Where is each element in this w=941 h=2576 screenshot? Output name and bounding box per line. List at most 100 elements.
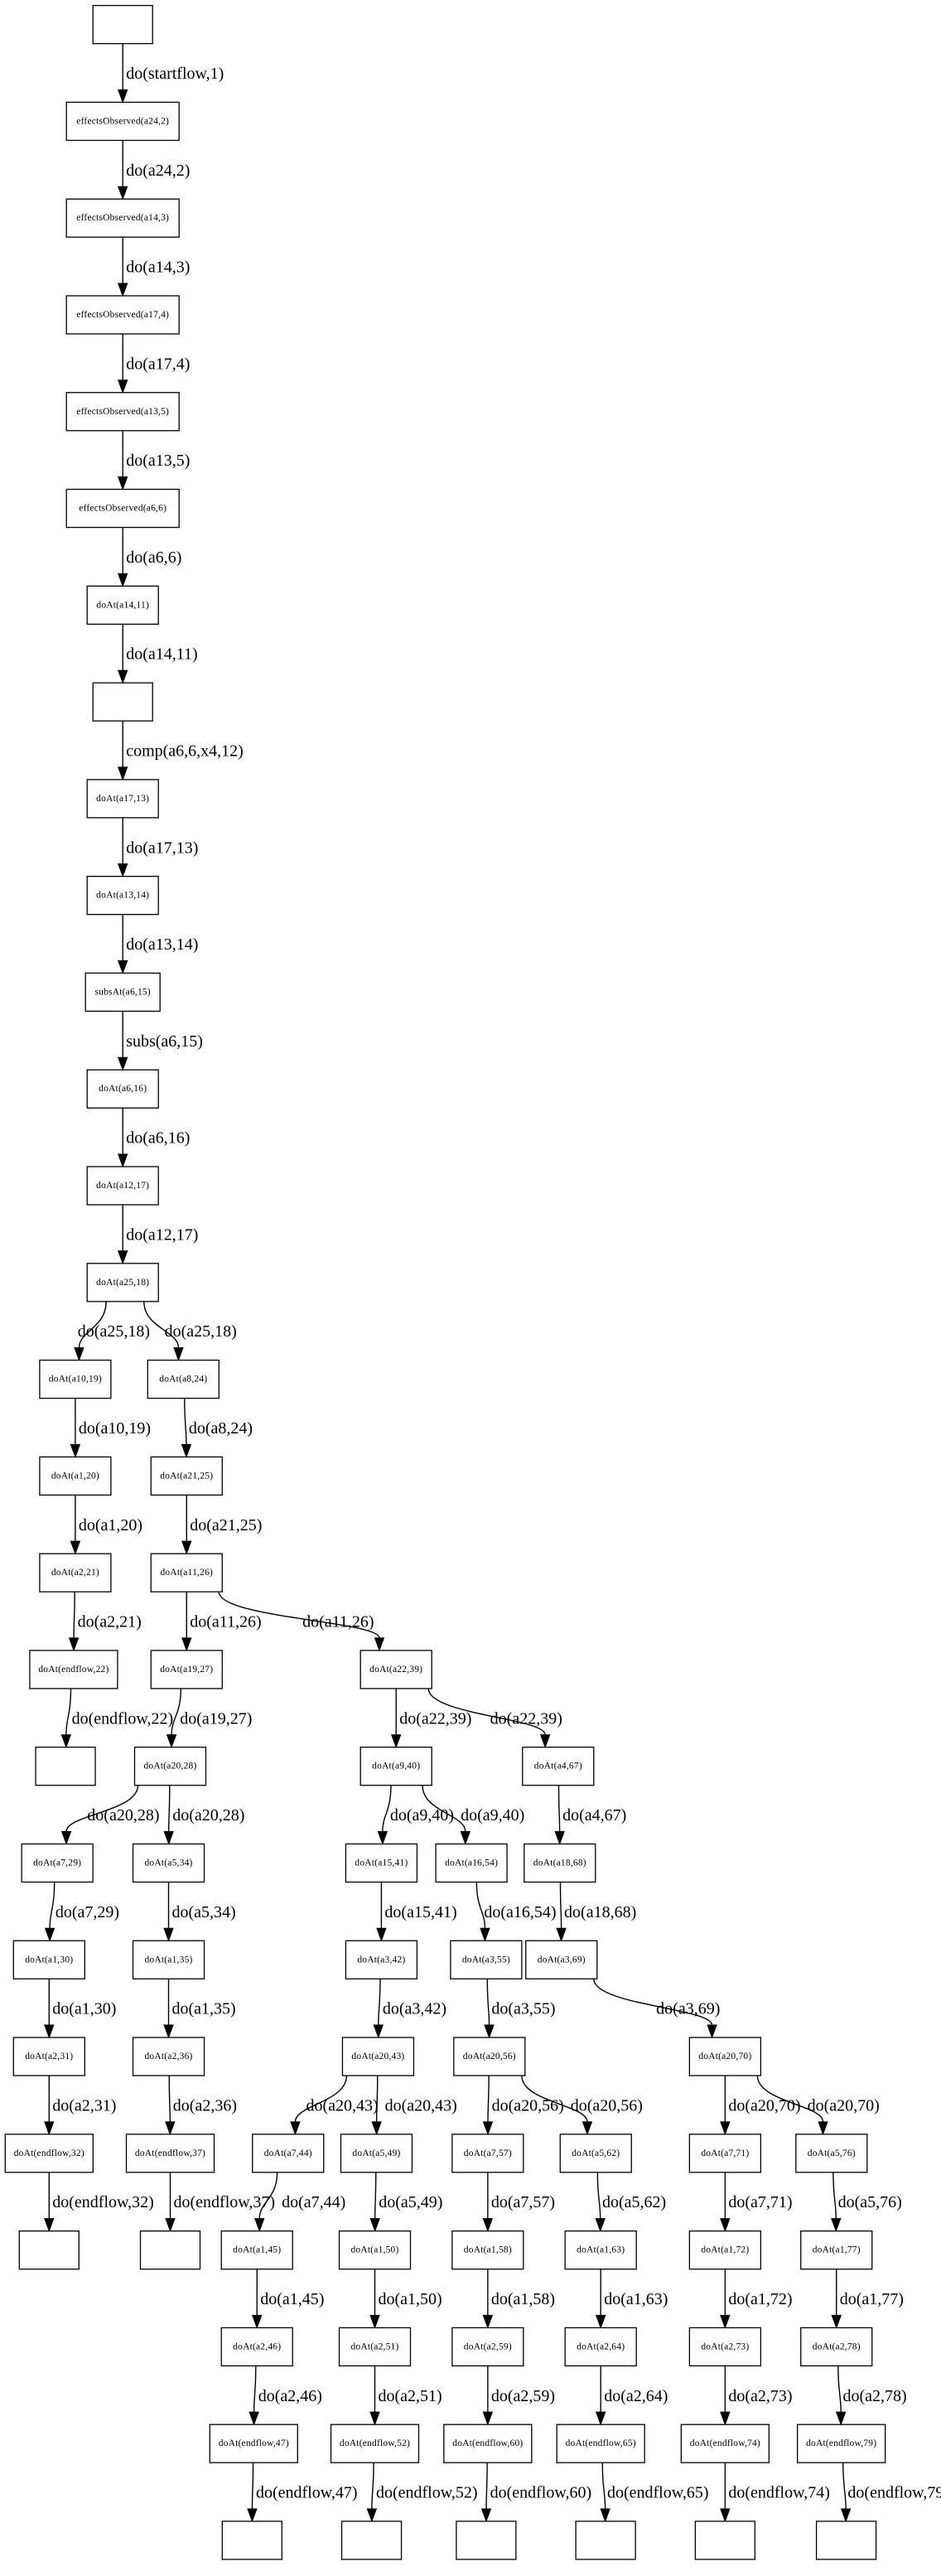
state-node[interactable]: doAt(a2,73)	[688, 2327, 762, 2367]
state-node[interactable]: doAt(a2,46)	[220, 2327, 293, 2367]
empty-state-node[interactable]	[139, 2230, 201, 2270]
state-node[interactable]: doAt(a2,51)	[338, 2327, 412, 2367]
state-node[interactable]: effectsObserved(a14,3)	[65, 198, 180, 238]
state-node[interactable]: doAt(a17,13)	[86, 779, 159, 819]
empty-state-node[interactable]	[35, 1747, 96, 1786]
arrowhead-icon	[554, 1830, 565, 1845]
arrowhead-icon	[44, 2218, 55, 2233]
empty-state-node[interactable]	[815, 2520, 877, 2560]
node-label: doAt(a2,31)	[25, 2052, 73, 2061]
state-node[interactable]: doAt(a16,54)	[435, 1843, 508, 1883]
state-node[interactable]: doAt(a20,43)	[341, 2037, 415, 2076]
arrowhead-icon	[117, 573, 128, 587]
empty-state-node[interactable]	[340, 2520, 403, 2560]
empty-state-node[interactable]	[456, 2520, 517, 2560]
edge: do(a10,19)	[70, 1398, 151, 1458]
state-node[interactable]: doAt(a15,41)	[345, 1843, 418, 1883]
state-node[interactable]: doAt(a5,49)	[340, 2134, 413, 2173]
arrowhead-icon	[117, 476, 128, 491]
empty-state-node[interactable]	[575, 2520, 636, 2560]
state-node[interactable]: doAt(a1,72)	[688, 2230, 762, 2270]
state-node[interactable]: doAt(a20,56)	[453, 2037, 526, 2076]
node-label: doAt(a2,21)	[51, 1568, 99, 1578]
state-node[interactable]: doAt(a1,77)	[800, 2230, 873, 2270]
state-node[interactable]: doAt(a1,58)	[451, 2230, 524, 2270]
state-node[interactable]: doAt(a1,35)	[132, 1940, 205, 1979]
edge-label: do(a20,56)	[571, 2096, 643, 2114]
empty-state-node[interactable]	[92, 682, 153, 722]
state-node[interactable]: doAt(a18,68)	[524, 1843, 596, 1883]
state-node[interactable]: doAt(a25,18)	[86, 1263, 159, 1302]
edge: do(a1,35)	[163, 1979, 236, 2039]
state-node[interactable]: doAt(a4,67)	[522, 1747, 595, 1786]
empty-state-node[interactable]	[92, 4, 153, 45]
state-node[interactable]: doAt(endflow,32)	[4, 2134, 94, 2173]
state-node[interactable]: doAt(a11,26)	[150, 1553, 223, 1592]
edge-label: do(a21,25)	[190, 1516, 262, 1534]
node-box	[443, 2424, 533, 2463]
state-node[interactable]: doAt(endflow,60)	[443, 2424, 533, 2463]
state-node[interactable]: doAt(a3,42)	[345, 1940, 418, 1979]
state-node[interactable]: effectsObserved(a13,5)	[65, 392, 180, 432]
node-label: doAt(a1,35)	[144, 1955, 192, 1965]
state-node[interactable]: doAt(a9,40)	[360, 1747, 432, 1786]
state-node[interactable]: doAt(a14,11)	[86, 585, 159, 625]
state-node[interactable]: doAt(a1,20)	[39, 1456, 112, 1496]
state-node[interactable]: doAt(a2,78)	[800, 2327, 873, 2367]
state-node[interactable]: effectsObserved(a17,4)	[65, 295, 180, 335]
state-node[interactable]: doAt(a22,39)	[360, 1650, 432, 1689]
node-label: doAt(a2,46)	[233, 2342, 281, 2351]
node-label: doAt(endflow,32)	[14, 2148, 84, 2158]
state-node[interactable]: doAt(a13,14)	[86, 876, 159, 916]
node-label: doAt(a20,70)	[698, 2052, 751, 2061]
empty-state-node[interactable]	[18, 2230, 80, 2270]
state-node[interactable]: doAt(a12,17)	[86, 1166, 159, 1206]
state-node[interactable]: doAt(a5,76)	[795, 2134, 868, 2173]
state-node[interactable]: doAt(a1,63)	[564, 2230, 637, 2270]
state-node[interactable]: doAt(a20,70)	[688, 2037, 762, 2076]
edge-label: do(a24,2)	[126, 162, 190, 180]
state-node[interactable]: doAt(a10,19)	[39, 1359, 112, 1399]
state-node[interactable]: doAt(endflow,52)	[330, 2424, 420, 2463]
arrowhead-icon	[484, 2024, 495, 2039]
state-node[interactable]: doAt(endflow,37)	[125, 2134, 215, 2173]
state-node[interactable]: doAt(a2,64)	[564, 2327, 637, 2367]
arrowhead-icon	[117, 1250, 128, 1265]
state-node[interactable]: doAt(endflow,65)	[556, 2424, 645, 2463]
state-node[interactable]: doAt(a3,55)	[450, 1940, 523, 1979]
arrowhead-icon	[166, 1734, 177, 1749]
state-node[interactable]: doAt(a2,21)	[39, 1553, 112, 1592]
state-node[interactable]: doAt(a19,27)	[150, 1650, 223, 1689]
state-node[interactable]: doAt(a7,44)	[252, 2134, 325, 2173]
state-node[interactable]: doAt(a7,29)	[21, 1843, 94, 1883]
state-node[interactable]: doAt(a2,59)	[451, 2327, 524, 2367]
empty-state-node[interactable]	[694, 2520, 756, 2560]
state-node[interactable]: doAt(a5,34)	[132, 1843, 205, 1883]
node-box	[132, 2037, 205, 2076]
state-node[interactable]: doAt(a1,30)	[12, 1940, 85, 1979]
state-node[interactable]: effectsObserved(a24,2)	[65, 101, 180, 142]
state-node[interactable]: doAt(a3,69)	[525, 1940, 598, 1979]
state-node[interactable]: doAt(a6,16)	[86, 1069, 159, 1109]
state-node[interactable]: doAt(a1,45)	[220, 2230, 293, 2270]
state-node[interactable]: doAt(a21,25)	[150, 1456, 223, 1496]
state-node[interactable]: effectsObserved(a6,6)	[65, 488, 180, 529]
state-node[interactable]: subsAt(a6,15)	[84, 972, 161, 1013]
state-node[interactable]: doAt(endflow,22)	[29, 1650, 118, 1689]
state-node[interactable]: doAt(endflow,47)	[209, 2424, 298, 2463]
empty-state-node[interactable]	[221, 2520, 282, 2560]
state-node[interactable]: doAt(a1,50)	[338, 2230, 412, 2270]
state-node[interactable]: doAt(a7,57)	[451, 2134, 524, 2173]
state-node[interactable]: doAt(a2,31)	[12, 2037, 85, 2076]
state-node[interactable]: doAt(endflow,79)	[797, 2424, 886, 2463]
edge-label: do(a20,70)	[728, 2096, 800, 2114]
state-node[interactable]: doAt(a20,28)	[133, 1747, 207, 1786]
arrowhead-icon	[376, 1927, 387, 1942]
state-node[interactable]: doAt(a5,62)	[559, 2134, 632, 2173]
state-node[interactable]: doAt(a7,71)	[688, 2134, 762, 2173]
state-node[interactable]: doAt(a8,24)	[147, 1359, 220, 1399]
state-node[interactable]: doAt(a2,36)	[132, 2037, 205, 2076]
edge: do(a20,43)	[371, 2076, 457, 2136]
state-node[interactable]: doAt(endflow,74)	[680, 2424, 770, 2463]
